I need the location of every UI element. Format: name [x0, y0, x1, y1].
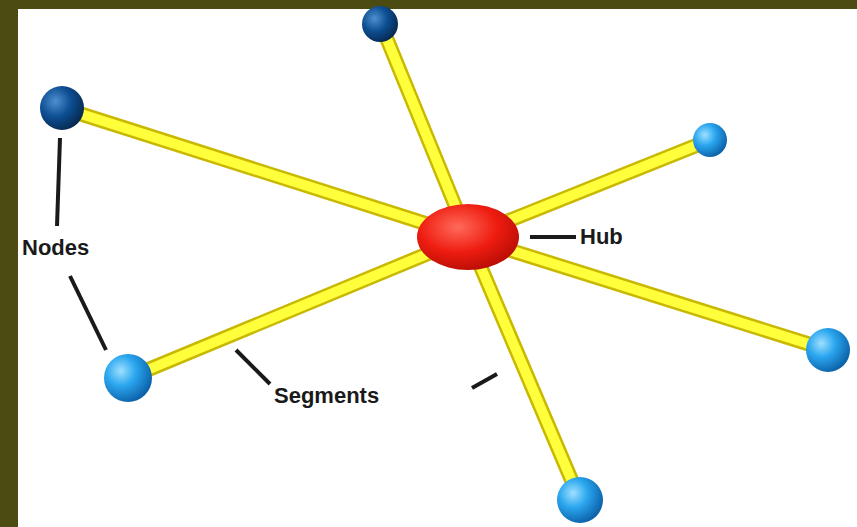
segments-label: Segments [272, 383, 381, 409]
hub-label: Hub [578, 224, 625, 250]
nodes-label: Nodes [20, 235, 91, 261]
white-panel [18, 9, 857, 527]
segments [62, 22, 828, 500]
segment-shadows [62, 22, 828, 500]
hub-ellipse [417, 204, 519, 270]
node-spheres [40, 6, 850, 523]
leader-lines [57, 138, 576, 388]
